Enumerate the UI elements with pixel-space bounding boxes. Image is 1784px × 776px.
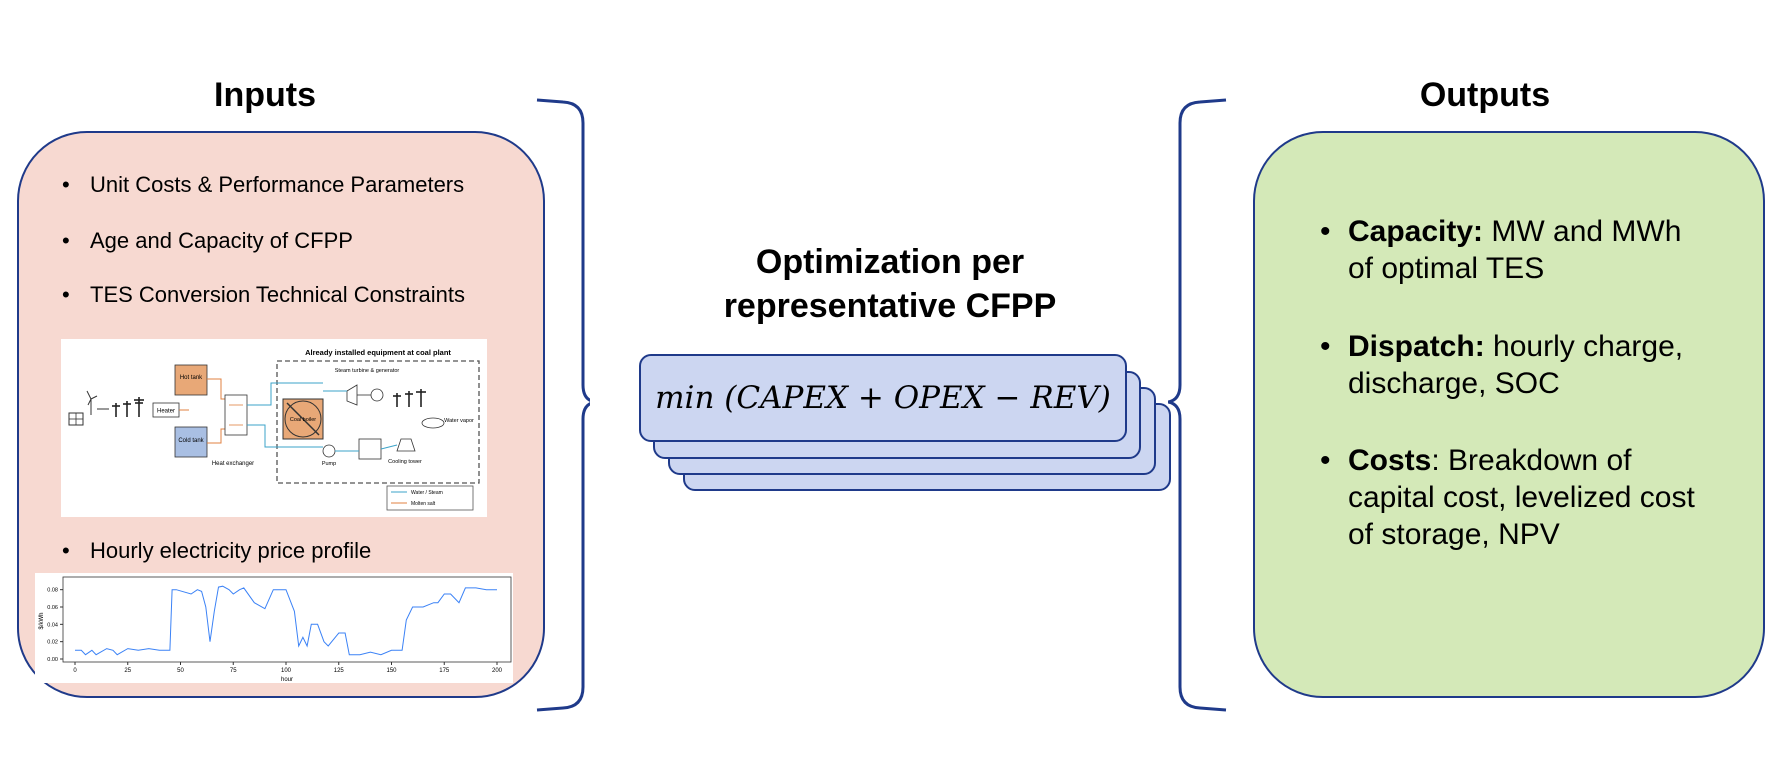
chart-ylabel: $/kWh bbox=[39, 612, 45, 629]
output-item-capacity: •Capacity: MW and MWh of optimal TES bbox=[1320, 215, 1682, 285]
x-tick-label: 75 bbox=[230, 668, 237, 674]
output-label: Costs bbox=[1348, 444, 1432, 477]
water-vapor-label: Water vapor bbox=[444, 418, 474, 424]
output-text: hourly charge, discharge, SOC bbox=[1348, 330, 1684, 400]
outputs-panel bbox=[1253, 131, 1765, 698]
optimization-title: Optimization per representative CFPP bbox=[700, 240, 1080, 328]
heat-exchanger-label: Heat exchanger bbox=[212, 461, 254, 467]
schematic-title: Already installed equipment at coal plan… bbox=[305, 348, 451, 357]
y-tick-label: 0.08 bbox=[47, 588, 58, 594]
output-text: MW and MWh of optimal TES bbox=[1348, 215, 1682, 285]
wind-turbine-icon bbox=[86, 390, 98, 415]
bullet-text: Hourly electricity price profile bbox=[90, 538, 372, 563]
inputs-bullet-3: •TES Conversion Technical Constraints bbox=[62, 282, 465, 307]
heater-label: Heater bbox=[157, 409, 175, 415]
heat-exchanger bbox=[224, 394, 248, 436]
legend-water-label: Water / Steam bbox=[411, 490, 443, 496]
right-bracket bbox=[1168, 98, 1227, 712]
schematic-legend bbox=[386, 485, 474, 511]
hot-tank bbox=[174, 364, 208, 396]
solar-panel-icon bbox=[68, 412, 84, 426]
x-tick-label: 50 bbox=[177, 668, 184, 674]
hot-tank-label: Hot tank bbox=[180, 375, 203, 381]
transmission-tower-icon bbox=[112, 397, 144, 417]
cold-tank bbox=[174, 426, 208, 458]
bullet-text: Age and Capacity of CFPP bbox=[90, 228, 353, 253]
output-label: Capacity: bbox=[1348, 215, 1484, 248]
objective-formula: min (CAPEX + OPEX − REV) bbox=[655, 380, 1111, 416]
inputs-bullet-2: •Age and Capacity of CFPP bbox=[62, 228, 353, 253]
optimization-title-line2: representative CFPP bbox=[723, 287, 1057, 325]
bullet-text: Unit Costs & Performance Parameters bbox=[90, 172, 465, 197]
optimization-title-line1: Optimization per bbox=[755, 243, 1025, 281]
left-bracket bbox=[536, 98, 590, 712]
steam-turbine-label: Steam turbine & generator bbox=[335, 368, 400, 374]
output-item-costs: •Costs: Breakdown of capital cost, level… bbox=[1320, 444, 1695, 551]
x-tick-label: 175 bbox=[439, 668, 450, 674]
x-tick-label: 150 bbox=[386, 668, 397, 674]
y-tick-label: 0.04 bbox=[47, 622, 58, 628]
pump-label: Pump bbox=[322, 461, 336, 467]
output-text: : Breakdown of capital cost, levelized c… bbox=[1348, 444, 1695, 551]
tes-schematic-figure: Already installed equipment at coal plan… bbox=[61, 339, 487, 517]
y-tick-label: 0.06 bbox=[47, 605, 58, 611]
x-tick-label: 0 bbox=[73, 668, 77, 674]
x-tick-label: 200 bbox=[492, 668, 503, 674]
outputs-title: Outputs bbox=[1419, 76, 1551, 114]
price-chart: 0.00 0.02 0.04 0.06 0.08 0 25 50 75 100 125 150 175… bbox=[35, 573, 513, 683]
chart-xlabel: hour bbox=[281, 677, 293, 683]
y-tick-label: 0.00 bbox=[47, 657, 58, 663]
cooling-tower-label: Cooling tower bbox=[388, 459, 422, 465]
inputs-bullet-4: •Hourly electricity price profile bbox=[62, 538, 372, 563]
y-tick-label: 0.02 bbox=[47, 640, 58, 646]
output-item-dispatch: •Dispatch: hourly charge, discharge, SOC bbox=[1320, 330, 1684, 400]
output-label: Dispatch: bbox=[1348, 330, 1485, 363]
x-tick-label: 100 bbox=[281, 668, 292, 674]
inputs-bullet-1: •Unit Costs & Performance Parameters bbox=[62, 172, 465, 197]
cold-tank-label: Cold tank bbox=[178, 438, 204, 444]
bullet-text: TES Conversion Technical Constraints bbox=[90, 282, 465, 307]
x-tick-label: 25 bbox=[124, 668, 131, 674]
coal-boiler-label: Coal boiler bbox=[290, 417, 316, 423]
x-tick-label: 125 bbox=[334, 668, 345, 674]
price-series-line bbox=[75, 585, 497, 656]
optimization-formula-card: min (CAPEX + OPEX − REV) bbox=[639, 354, 1127, 442]
inputs-title: Inputs bbox=[214, 76, 316, 114]
legend-salt-label: Molten salt bbox=[411, 501, 436, 507]
